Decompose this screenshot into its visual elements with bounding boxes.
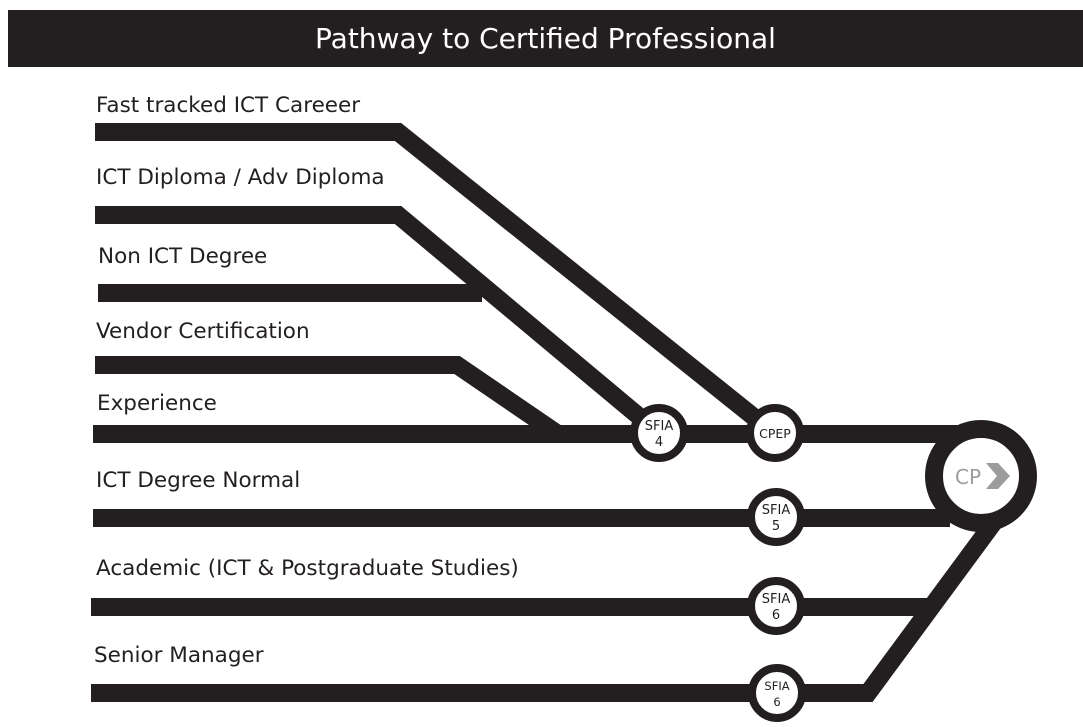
svg-text:4: 4 — [655, 435, 663, 450]
cp-terminal-node: CP — [925, 420, 1037, 532]
svg-text:5: 5 — [772, 519, 780, 534]
svg-text:CP: CP — [955, 465, 981, 489]
svg-text:SFIA: SFIA — [645, 419, 674, 434]
sfia-5-node: SFIA 5 — [747, 488, 805, 546]
route-label-academic: Academic (ICT & Postgraduate Studies) — [96, 556, 519, 581]
diagram-title-bar: Pathway to Certified Professional — [8, 10, 1083, 67]
diagram-title: Pathway to Certified Professional — [315, 22, 776, 55]
svg-text:CPEP: CPEP — [759, 426, 791, 441]
route-label-senior-manager: Senior Manager — [94, 643, 264, 668]
sfia-4-node: SFIA 4 — [630, 404, 688, 462]
route-line-fast-tracked — [95, 123, 781, 442]
cpep-node: CPEP — [746, 404, 804, 462]
route-line-senior-manager — [91, 474, 1033, 702]
svg-text:6: 6 — [773, 695, 780, 709]
route-label-experience: Experience — [97, 391, 217, 416]
route-label-ict-degree-normal: ICT Degree Normal — [96, 468, 301, 493]
route-label-non-ict-degree: Non ICT Degree — [98, 244, 268, 269]
route-label-vendor-certification: Vendor Certification — [96, 319, 310, 344]
svg-text:6: 6 — [772, 608, 780, 623]
svg-text:SFIA: SFIA — [762, 592, 791, 607]
route-line-ict-diploma — [95, 206, 666, 441]
sfia-6-senior-node: SFIA 6 — [748, 664, 806, 722]
svg-text:SFIA: SFIA — [762, 503, 791, 518]
route-label-ict-diploma: ICT Diploma / Adv Diploma — [96, 165, 385, 190]
route-label-fast-tracked: Fast tracked ICT Careeer — [96, 93, 361, 118]
sfia-6-academic-node: SFIA 6 — [747, 577, 805, 635]
route-line-vendor-certification — [95, 356, 564, 442]
cp-chevron-icon — [986, 463, 1010, 489]
svg-text:SFIA: SFIA — [764, 679, 789, 693]
